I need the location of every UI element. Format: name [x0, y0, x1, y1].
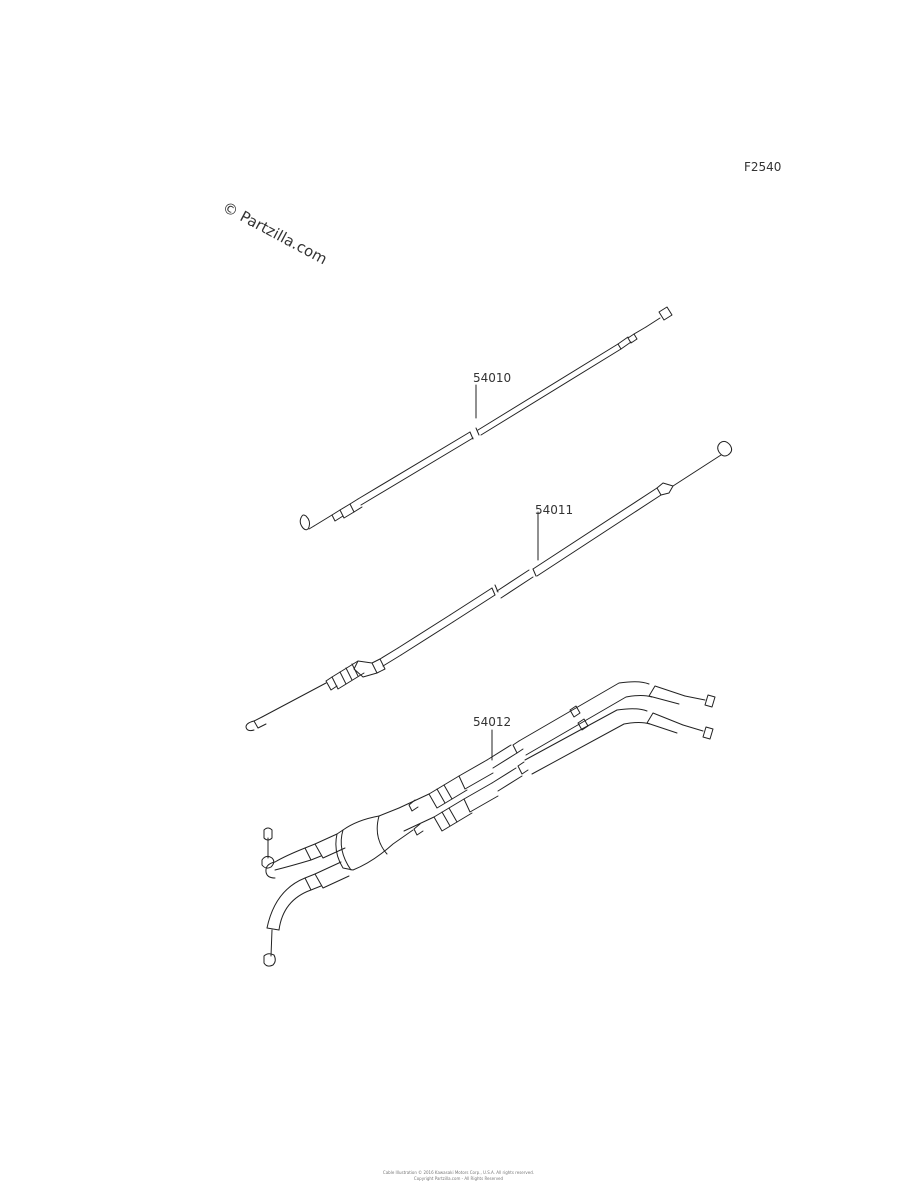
cable-54012[interactable]	[261, 681, 716, 967]
cable-54011[interactable]	[245, 440, 733, 732]
part-label-54010[interactable]: 54010	[473, 371, 511, 385]
cable-54010[interactable]	[299, 306, 673, 531]
footer-copyright-2: Copyright Partzilla.com - All Rights Res…	[413, 1176, 504, 1181]
footer-copyright: Cable Illustration © 2016 Kawasaki Motor…	[382, 1170, 535, 1175]
figure-code: F2540	[744, 160, 782, 174]
part-label-54011[interactable]: 54011	[535, 503, 573, 517]
part-label-54012[interactable]: 54012	[473, 715, 511, 729]
